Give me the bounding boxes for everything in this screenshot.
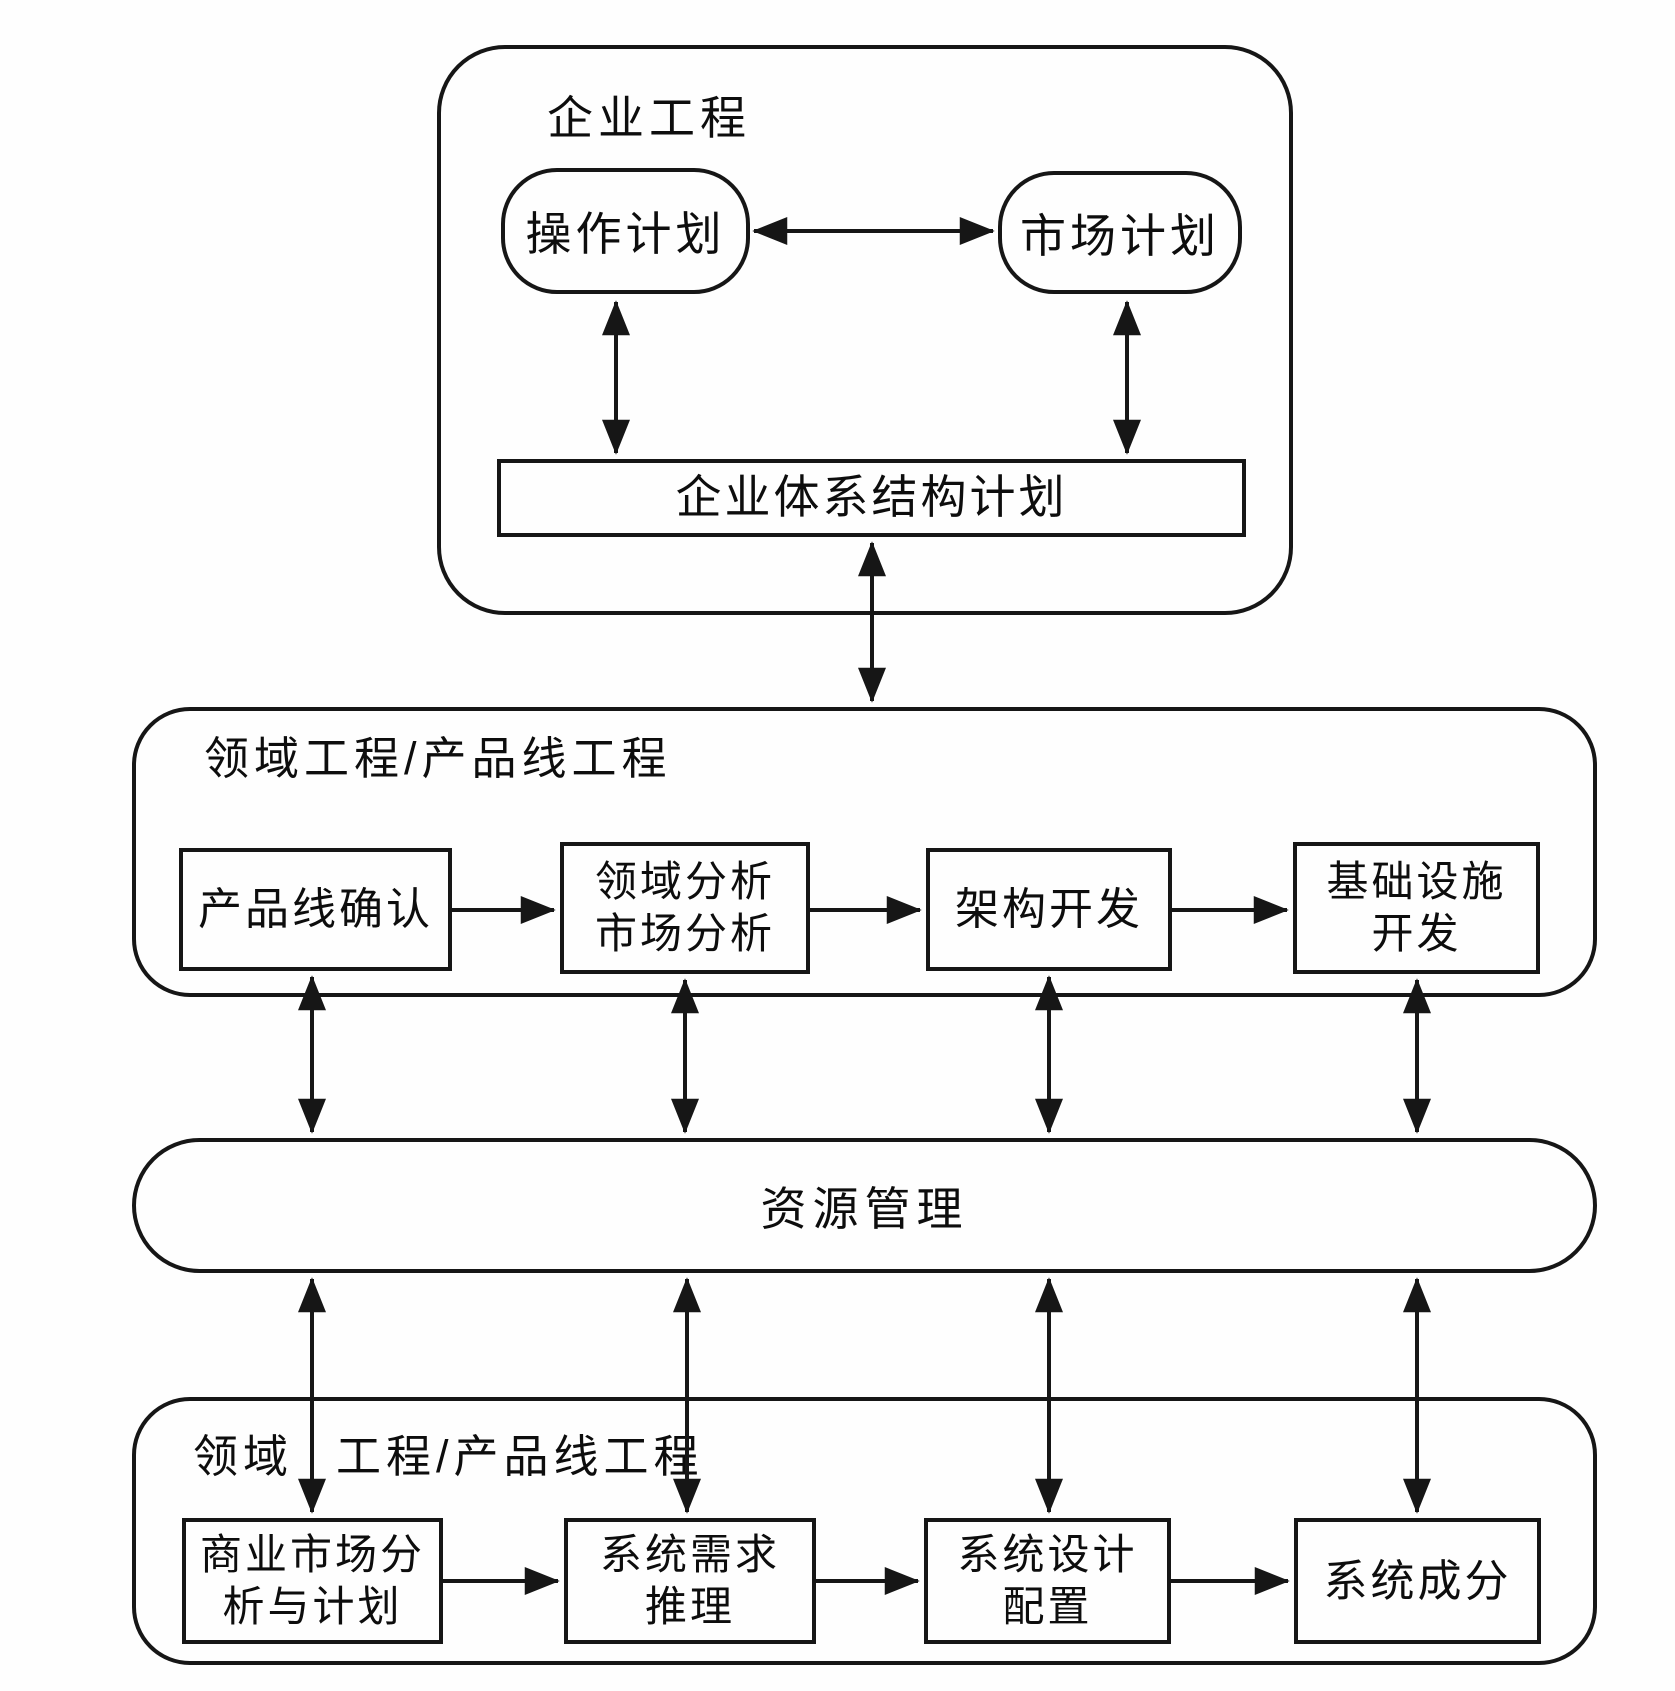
- application-engineering-container: [132, 1397, 1597, 1665]
- operation-plan-node: 操作计划: [501, 168, 750, 294]
- box-domain-analysis-market-analysis: 领域分析 市场分析: [560, 842, 810, 974]
- box-business-market-analysis-planning: 商业市场分 析与计划: [182, 1518, 443, 1644]
- resource-management-label: 资源管理: [760, 1182, 969, 1235]
- box-product-line-identification: 产品线确认: [179, 848, 452, 971]
- enterprise-architecture-plan-box: 企业体系结构计划: [497, 459, 1246, 537]
- enterprise-engineering-title: 企业工程: [547, 92, 751, 144]
- application-engineering-title-right: 工程/产品线工程: [336, 1431, 704, 1482]
- market-plan-node: 市场计划: [998, 171, 1242, 294]
- application-engineering-title-left: 领域: [193, 1431, 294, 1482]
- domain-engineering-container: [132, 707, 1597, 997]
- box-system-design-configuration: 系统设计 配置: [924, 1518, 1171, 1644]
- box-system-components: 系统成分: [1294, 1518, 1541, 1644]
- resource-management-bar: [132, 1138, 1597, 1273]
- box-system-requirements-reasoning: 系统需求 推理: [564, 1518, 816, 1644]
- domain-engineering-title: 领域工程/产品线工程: [204, 733, 672, 784]
- box-architecture-development: 架构开发: [926, 848, 1172, 971]
- box-infrastructure-development: 基础设施 开发: [1293, 842, 1540, 974]
